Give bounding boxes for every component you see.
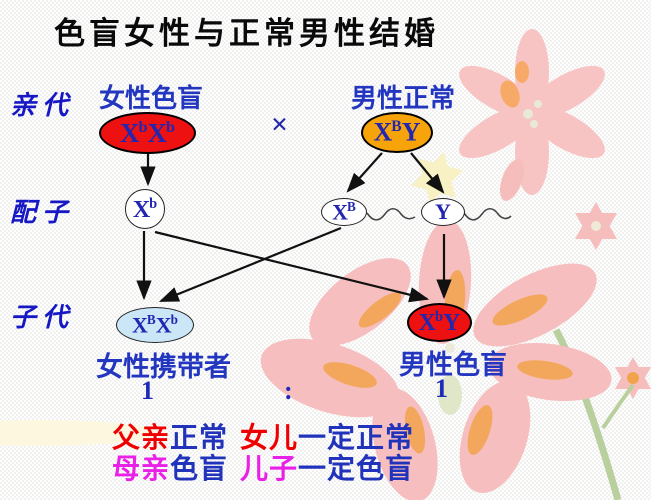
offspring-affected-node: XbY <box>407 303 472 342</box>
cross-symbol: × <box>271 108 289 141</box>
conclusion-2-seg-1: 母亲 <box>112 453 171 484</box>
conclusion-2-seg-3: 儿子 <box>240 453 299 484</box>
parent-female-node: XbXb <box>99 112 196 154</box>
slide-title: 色盲女性与正常男性结婚 <box>54 16 439 51</box>
parent-male-node: XBY <box>361 112 433 153</box>
conclusion-line-1: 父亲正常女儿一定正常 <box>112 416 414 456</box>
conclusion-2-seg-4: 一定色盲 <box>298 453 415 484</box>
gamete-egg-node: Xb <box>125 189 165 229</box>
offspring-carrier-node: XBXb <box>116 307 194 343</box>
conclusion-1-seg-2: 正常 <box>170 422 229 453</box>
ratio-left: 1 <box>141 376 154 405</box>
label-carrier: 女性携带者 <box>96 352 231 382</box>
conclusion-2-seg-2: 色盲 <box>170 453 229 484</box>
petal-fragment-icon <box>499 159 525 201</box>
pale-band-icon <box>0 420 158 446</box>
conclusion-1-seg-4: 一定正常 <box>298 422 415 453</box>
gamete-spermX-genotype: XB <box>332 199 356 225</box>
flower-stem-branch-icon <box>601 383 635 430</box>
lily-flower-top-right-icon <box>459 29 605 195</box>
parent-male-genotype: XBY <box>373 117 421 147</box>
gamete-spermY-genotype: Y <box>435 199 451 224</box>
label-father: 男性正常 <box>351 83 456 113</box>
parent-female-genotype: XbXb <box>119 118 176 148</box>
row-label-parents: 亲代 <box>10 91 75 120</box>
star-flower-lower-right-icon <box>615 357 651 399</box>
star-flower-right-icon <box>575 202 617 250</box>
ratio-colon: : <box>284 376 293 405</box>
row-label-offspring: 子代 <box>10 303 75 332</box>
conclusion-1-seg-1: 父亲 <box>112 422 171 453</box>
label-affected: 男性色盲 <box>399 350 507 380</box>
row-label-gametes: 配子 <box>10 198 75 227</box>
ratio-right: 1 <box>435 374 448 403</box>
offspring-affected-genotype: XbY <box>418 309 461 336</box>
gamete-spermY-node: Y <box>421 198 465 226</box>
gamete-spermX-node: XB <box>321 198 367 226</box>
conclusion-1-seg-3: 女儿 <box>240 422 299 453</box>
gamete-egg-genotype: Xb <box>132 195 158 223</box>
conclusion-line-2: 母亲色盲儿子一定色盲 <box>112 447 414 487</box>
label-mother: 女性色盲 <box>99 83 204 113</box>
offspring-carrier-genotype: XBXb <box>132 312 178 338</box>
